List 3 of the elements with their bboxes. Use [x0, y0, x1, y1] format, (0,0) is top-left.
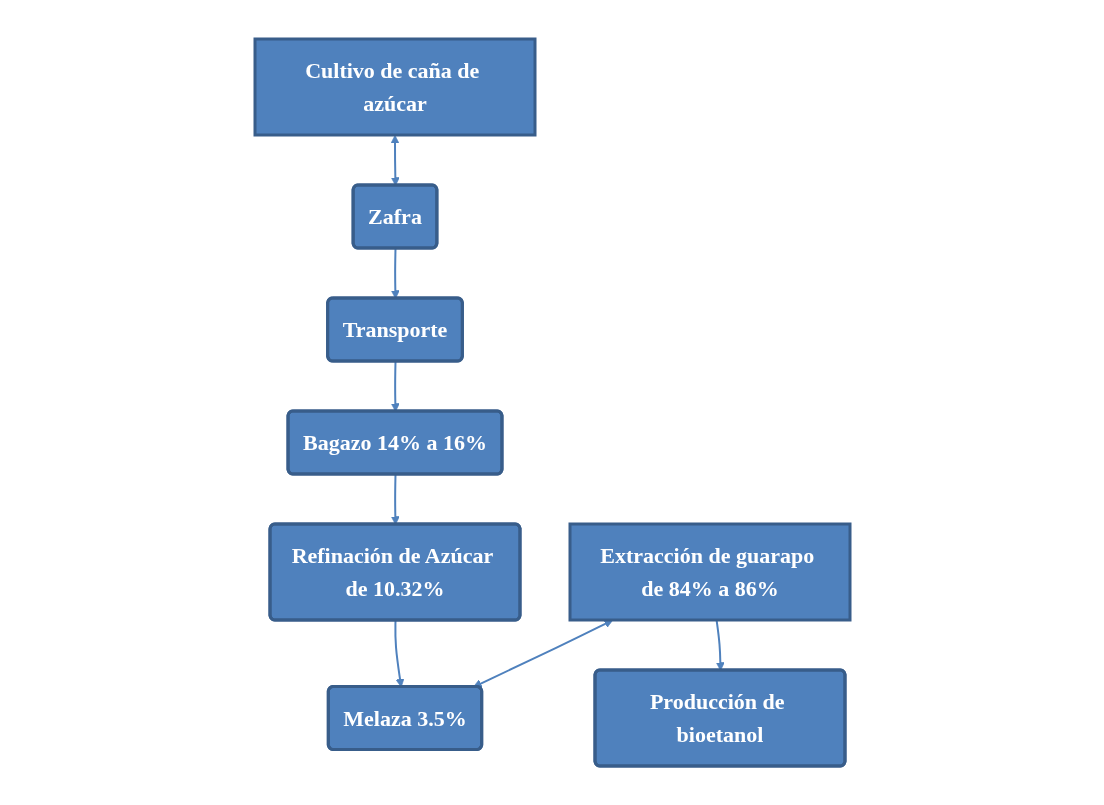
node-box: Extracción de guarapo de 84% a 86%: [568, 522, 851, 622]
node-box: Cultivo de caña de azúcar: [253, 37, 536, 137]
arrow: [390, 135, 400, 186]
